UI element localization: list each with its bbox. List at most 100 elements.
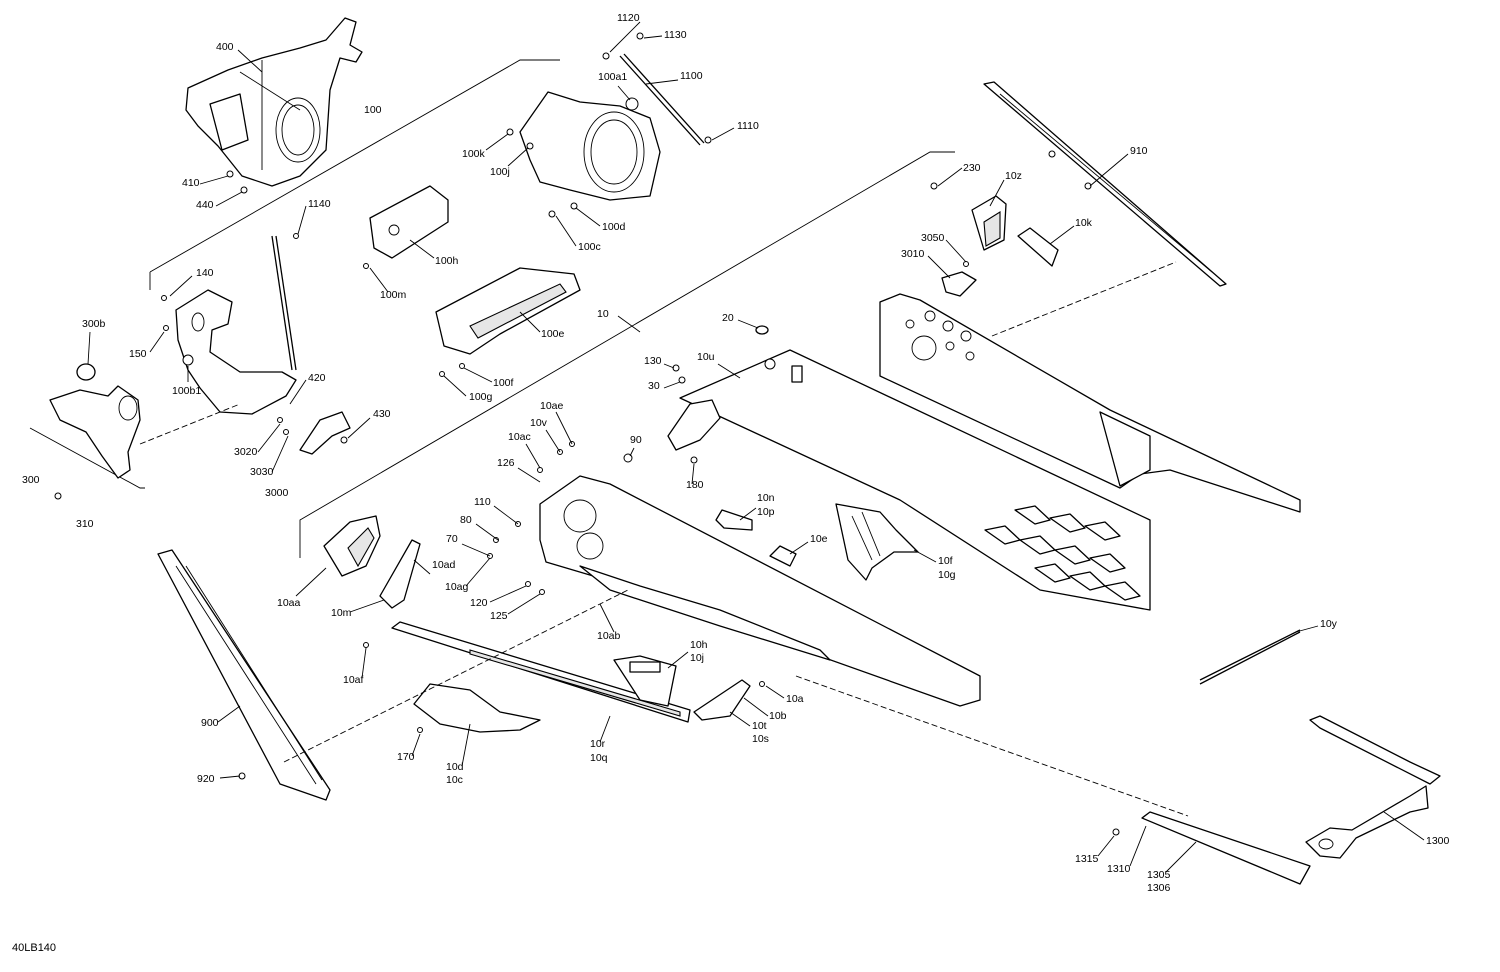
callout-440: 440	[196, 199, 214, 211]
callout-10b: 10b	[769, 710, 787, 722]
callout-10aa: 10aa	[277, 597, 301, 609]
callout-900: 900	[201, 717, 219, 729]
callout-10ag: 10ag	[445, 581, 469, 593]
callout-3010: 3010	[901, 248, 925, 260]
callout-10: 10	[597, 308, 609, 320]
callout-10g: 10g	[938, 569, 956, 581]
callout-10c: 10c	[446, 774, 463, 786]
callout-150: 150	[129, 348, 147, 360]
callout-10e: 10e	[810, 533, 828, 545]
drawing-code: 40LB140	[12, 942, 57, 954]
part-3000-bracket	[277, 411, 351, 455]
part-10ad-bracket	[379, 539, 421, 609]
part-10y-rod	[1199, 629, 1301, 685]
callout-170: 170	[397, 751, 415, 763]
part-10r-rail	[363, 621, 691, 723]
callout-130: 130	[644, 355, 662, 367]
callout-1100: 1100	[680, 70, 703, 82]
callout-920: 920	[197, 773, 215, 785]
callout-10n: 10n	[757, 492, 775, 504]
part-10aa-panel	[323, 515, 381, 577]
part-10f-plate	[835, 503, 919, 581]
callout-100e: 100e	[541, 328, 565, 340]
callout-110: 110	[474, 496, 491, 508]
callout-1120: 1120	[617, 12, 640, 24]
assembly-dashed-lines	[139, 261, 1189, 817]
callout-410: 410	[182, 177, 200, 189]
callout-100a1: 100a1	[598, 71, 627, 83]
callout-1315: 1315	[1075, 853, 1099, 865]
callout-1306: 1306	[1147, 882, 1171, 894]
callout-10ae: 10ae	[540, 400, 564, 412]
part-400-steering-support	[185, 17, 363, 194]
callout-70: 70	[446, 533, 458, 545]
part-10z-bracket	[930, 182, 1007, 251]
callout-180: 180	[686, 479, 704, 491]
callout-30: 30	[648, 380, 660, 392]
callout-10y: 10y	[1320, 618, 1338, 630]
callout-10t: 10t	[752, 720, 767, 732]
callout-310: 310	[76, 518, 94, 530]
callout-10ab: 10ab	[597, 630, 621, 642]
callout-3000: 3000	[265, 487, 289, 499]
part-100e-channel	[435, 267, 581, 377]
group-frame-lines	[29, 59, 955, 558]
callout-100d: 100d	[602, 221, 626, 233]
callout-1310: 1310	[1107, 863, 1131, 875]
part-3010-bracket	[941, 261, 977, 297]
part-10h-intake	[613, 655, 677, 707]
part-100-front-frame	[506, 32, 712, 218]
part-1305-side-rail	[1112, 811, 1311, 885]
callout-10f: 10f	[938, 555, 953, 567]
callout-10q: 10q	[590, 752, 608, 764]
callout-10z: 10z	[1005, 170, 1022, 182]
part-900-rail	[157, 549, 331, 801]
callout-400: 400	[216, 41, 234, 53]
callout-100b1: 100b1	[172, 385, 201, 397]
callout-10ac: 10ac	[508, 431, 531, 443]
callout-20: 20	[722, 312, 734, 324]
part-300-bracket	[49, 363, 141, 500]
callout-910: 910	[1130, 145, 1148, 157]
callout-126: 126	[497, 457, 515, 469]
callout-300b: 300b	[82, 318, 106, 330]
callout-10af: 10af	[343, 674, 364, 686]
callout-10m: 10m	[331, 607, 352, 619]
callout-100j: 100j	[490, 166, 510, 178]
callout-90: 90	[630, 434, 642, 446]
part-10k-bracket	[1017, 227, 1059, 267]
callout-430: 430	[373, 408, 391, 420]
callout-125: 125	[490, 610, 508, 622]
callout-10r: 10r	[590, 738, 606, 750]
callout-1300: 1300	[1426, 835, 1450, 847]
callout-10a: 10a	[786, 693, 804, 705]
part-10-tunnel	[487, 325, 1151, 707]
callout-100c: 100c	[578, 241, 601, 253]
callout-80: 80	[460, 514, 472, 526]
part-910-rail	[983, 81, 1227, 287]
callout-3030: 3030	[250, 466, 274, 478]
part-10t-bracket	[693, 679, 765, 721]
callout-10d: 10d	[446, 761, 464, 773]
callout-140: 140	[196, 267, 214, 279]
callout-10v: 10v	[530, 417, 548, 429]
callout-100k: 100k	[462, 148, 486, 160]
callout-10j: 10j	[690, 652, 704, 664]
callout-10h: 10h	[690, 639, 708, 651]
callout-1305: 1305	[1147, 869, 1171, 881]
callout-leaders	[87, 21, 1425, 873]
part-140-bracket	[161, 233, 299, 415]
part-100h-cover-plate	[363, 185, 449, 269]
callout-100m: 100m	[380, 289, 407, 301]
part-10d-bracket	[413, 683, 541, 733]
callout-1110: 1110	[737, 120, 759, 132]
callout-300: 300	[22, 474, 40, 486]
callout-100g: 100g	[469, 391, 493, 403]
callout-120: 120	[470, 597, 488, 609]
callout-10ad: 10ad	[432, 559, 456, 571]
callout-10p: 10p	[757, 506, 775, 518]
part-10n-bracket	[715, 509, 753, 531]
callout-10k: 10k	[1075, 217, 1093, 229]
